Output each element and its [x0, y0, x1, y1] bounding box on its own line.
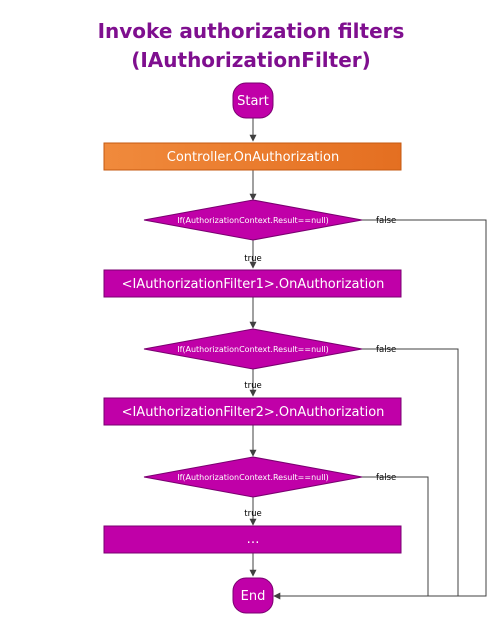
controller-label: Controller.OnAuthorization	[167, 150, 339, 165]
label-check1-false: false	[376, 216, 396, 226]
decision-label-1: If(AuthorizationContext.Result==null)	[177, 216, 329, 225]
label-check3-true: true	[244, 509, 261, 519]
decision-label-2: If(AuthorizationContext.Result==null)	[177, 345, 329, 354]
filter1-label: <IAuthorizationFilter1>.OnAuthorization	[122, 277, 385, 292]
decision-node-2	[143, 328, 363, 370]
decision-node-1	[143, 199, 363, 241]
filter2-node	[103, 397, 402, 426]
more-filters-node	[103, 525, 402, 554]
label-check2-true: true	[244, 381, 261, 391]
diagram-subtitle: (IAuthorizationFilter)	[131, 48, 371, 72]
more-filters-label: …	[247, 532, 260, 547]
filter1-node	[103, 269, 402, 298]
edge-check1-false	[273, 219, 487, 600]
diagram-title: Invoke authorization filters	[98, 19, 405, 43]
edge-check3-false	[362, 476, 429, 596]
label-check1-true: true	[244, 254, 261, 264]
decision-node-3	[143, 456, 363, 498]
decision-label-3: If(AuthorizationContext.Result==null)	[177, 473, 329, 482]
end-label: End	[241, 589, 266, 604]
start-label: Start	[237, 94, 269, 109]
start-node	[232, 82, 274, 119]
filter2-label: <IAuthorizationFilter2>.OnAuthorization	[122, 405, 385, 420]
controller-node	[103, 142, 402, 171]
label-check3-false: false	[376, 473, 396, 483]
end-node	[232, 577, 274, 614]
edge-check2-false	[362, 348, 459, 596]
label-check2-false: false	[376, 345, 396, 355]
